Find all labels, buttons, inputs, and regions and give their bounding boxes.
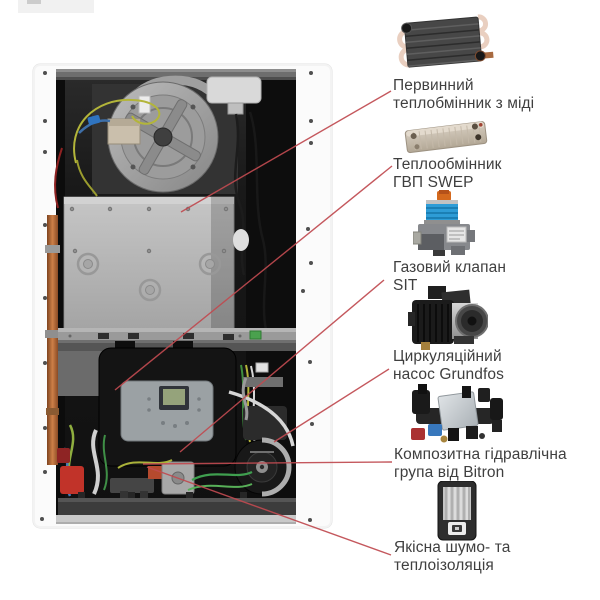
feature-label-line: насос Grundfos (393, 365, 504, 383)
feature-label-line: Циркуляційний (393, 348, 502, 365)
feature-label-line: ГВП SWEP (393, 173, 474, 191)
feature-label-line: теплоізоляція (394, 556, 494, 574)
white-pipe-elbow (233, 229, 249, 251)
cropped-artifact (18, 0, 94, 13)
bracket-leg (120, 491, 128, 503)
feature-label-line: Первинний (393, 77, 474, 94)
feature-label-line: Теплообмінник (393, 156, 502, 173)
bracket-leg (140, 491, 148, 503)
feature-label-line: Якісна шумо- та (394, 539, 511, 556)
control-box (98, 341, 237, 467)
feature-label-line: теплобмінник з міді (393, 94, 535, 112)
grundfos-circulation-pump-image (408, 286, 488, 350)
combustion-chamber (63, 196, 249, 331)
copper-finned-heat-exchanger-image (397, 14, 494, 68)
lcd-display (163, 389, 185, 405)
noise-heat-insulation-image (437, 481, 477, 541)
gray-bracket (243, 377, 283, 387)
red-connector (60, 466, 84, 494)
bitron-hydraulic-group-image (411, 384, 503, 443)
blue-connector (87, 115, 101, 125)
copper-pipe (45, 215, 60, 465)
sit-gas-valve-image (413, 190, 475, 256)
support-rail (58, 328, 296, 343)
white-connector (255, 362, 269, 373)
feature-label-line: Газовий клапан (393, 259, 506, 276)
feature-label-line: SIT (393, 276, 418, 294)
swep-plate-heat-exchanger-image (404, 121, 488, 154)
dark-red-connector (57, 448, 70, 463)
feature-label-line: група від Bitron (394, 463, 505, 481)
left-interior-shadow (56, 80, 65, 515)
green-clip (249, 330, 262, 340)
mounting-bracket (110, 478, 154, 493)
feature-label-line: Композитна гідравлічна (394, 446, 567, 463)
electrode-clip (138, 95, 151, 114)
